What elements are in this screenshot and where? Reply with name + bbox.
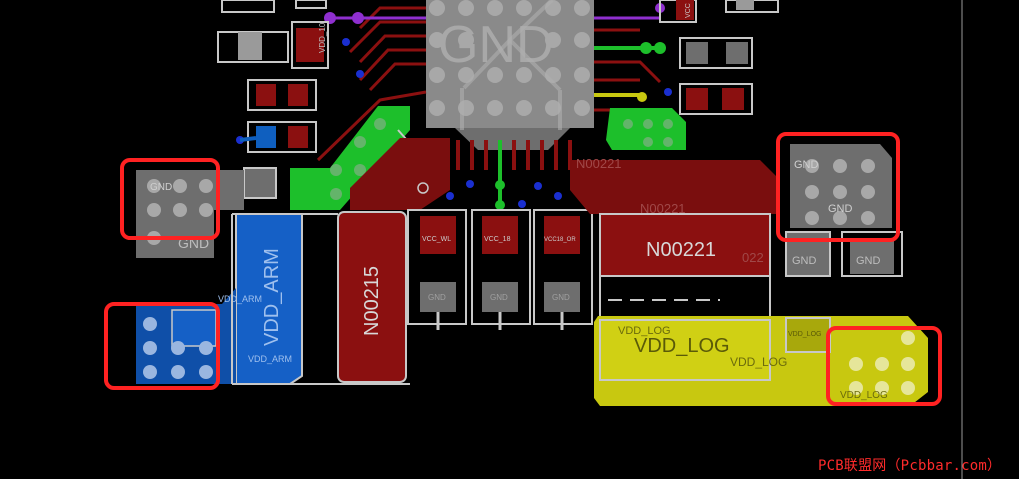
right-top-components[interactable]: VCC: [606, 0, 779, 150]
gnd-right-label-4: GND: [856, 255, 881, 267]
green-via-2: [495, 200, 505, 210]
n00221-plane[interactable]: N00221 N00221 N00221 022: [570, 156, 780, 320]
vdd-log-small-label-2: VDD_LOG: [730, 355, 787, 369]
highlight-box-left-gnd: [120, 158, 220, 240]
highlight-box-right-gnd: [776, 132, 900, 242]
vdd-arm-small-label-2: VDD_ARM: [218, 294, 262, 304]
watermark: PCB联盟网（Pcbbar.com）: [818, 458, 1002, 474]
vcc-or-label: VCC18_OR: [544, 237, 576, 243]
gnd-right-label-3: GND: [792, 255, 817, 267]
green-via-right: [640, 42, 652, 54]
green-via: [495, 180, 505, 190]
vdd-log-small-label: VDD_LOG: [618, 325, 671, 337]
left-escape-traces: [316, 6, 427, 162]
left-gnd-pad[interactable]: GND GND: [136, 170, 244, 258]
gnd-left-label: GND: [150, 182, 172, 193]
n00215-label: N00215: [361, 266, 383, 336]
vdd-arm-region[interactable]: VDD_ARM VDD_ARM VDD_ARM: [136, 213, 410, 385]
highlight-box-vdd-log: [826, 326, 942, 406]
decap-row[interactable]: VCC_WL GND VCC_18 GND VCC18_OR GND: [407, 209, 593, 330]
right-gnd-pad[interactable]: GND GND GND GND: [785, 144, 903, 277]
top-left-components[interactable]: VDD_10: [217, 0, 329, 199]
gnd-plane[interactable]: GND: [426, 0, 594, 150]
green-via-right-2: [654, 42, 666, 54]
vdd10-label: VDD_10: [318, 22, 327, 53]
gnd-right-label: GND: [794, 159, 819, 171]
vcc-wl-label: VCC_WL: [422, 236, 451, 243]
yellow-via: [637, 92, 647, 102]
highlight-box-vdd-arm: [104, 302, 220, 390]
gnd-cap1-label: GND: [428, 293, 446, 302]
gnd-cap2-label: GND: [490, 293, 508, 302]
n00215-region[interactable]: N00215: [337, 138, 450, 383]
vdd-log-small-label-4: VDD_LOG: [840, 390, 888, 401]
n00221-mid-label: N00221: [640, 201, 686, 216]
vdd-arm-label: VDD_ARM: [261, 248, 283, 346]
vdd-arm-small-label: VDD_ARM: [248, 354, 292, 364]
vcc-top-label: VCC: [685, 3, 692, 18]
gnd-fanout-lines: [460, 0, 562, 130]
vdd-log-small-label-3: VDD_LOG: [788, 331, 821, 338]
blue-vias: [236, 38, 672, 208]
n00221-edge-label: 022: [742, 250, 764, 265]
gnd-right-label-2: GND: [828, 203, 853, 215]
vdd-log-big-label: VDD_LOG: [634, 335, 730, 357]
gnd-cap3-label: GND: [552, 293, 570, 302]
right-escape-traces: [594, 28, 662, 112]
vcc-18-label: VCC_18: [484, 236, 511, 243]
n00221-top-label: N00221: [576, 156, 622, 171]
n00221-big-label: N00221: [646, 239, 716, 261]
